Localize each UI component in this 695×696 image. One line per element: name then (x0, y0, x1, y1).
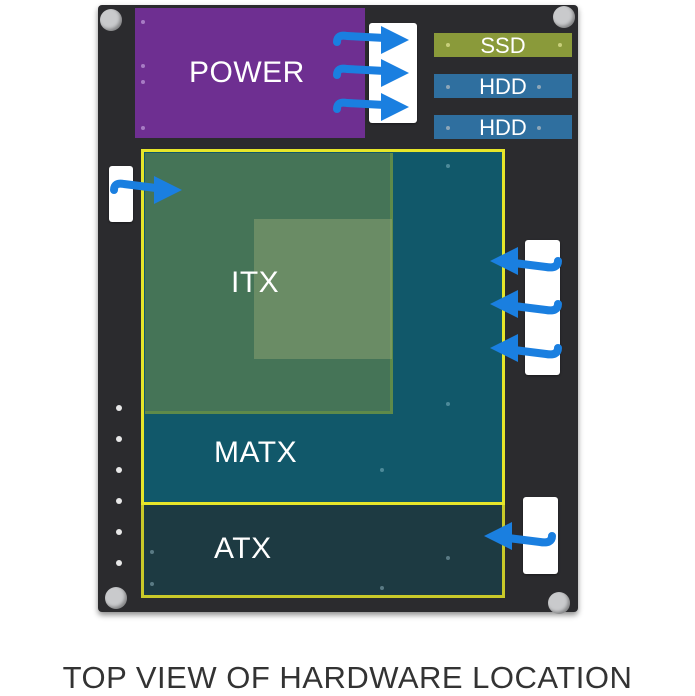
screw-icon (548, 592, 570, 614)
airflow-arrow-icon (110, 176, 182, 204)
power-rivet (141, 80, 145, 84)
hdd-bay-1: HDD (434, 74, 572, 99)
power-label: POWER (189, 56, 305, 89)
bay-dot (446, 85, 450, 89)
ssd-label: SSD (480, 33, 526, 58)
power-rivet (141, 126, 145, 130)
front-panel-dot (116, 498, 122, 504)
power-rivet (141, 64, 145, 68)
bay-dot (537, 126, 541, 130)
caption: TOP VIEW OF HARDWARE LOCATION (62, 660, 633, 695)
bay-dot (537, 85, 541, 89)
front-panel-dot (116, 436, 122, 442)
atx-area: ATX (141, 501, 505, 598)
bay-dot (446, 43, 450, 47)
airflow-arrow-icon (490, 334, 562, 362)
standoff-dot (150, 550, 154, 554)
standoff-dot (446, 402, 450, 406)
itx-area (145, 153, 393, 414)
airflow-arrow-icon (484, 522, 556, 550)
standoff-dot (150, 582, 154, 586)
ssd-bay: SSD (434, 33, 572, 58)
standoff-dot (446, 556, 450, 560)
airflow-arrow-icon (333, 26, 409, 54)
hdd-bay-2: HDD (434, 115, 572, 140)
itx-cpu-zone (254, 219, 392, 359)
power-supply-area: POWER (135, 8, 365, 138)
rear-fan-bracket (109, 166, 133, 222)
airflow-arrow-icon (490, 290, 562, 318)
front-panel-dot (116, 467, 122, 473)
standoff-dot (380, 586, 384, 590)
front-panel-dot (116, 529, 122, 535)
screw-icon (100, 9, 122, 31)
hdd-label-1: HDD (479, 74, 527, 99)
atx-label: ATX (214, 532, 272, 565)
hdd-label-2: HDD (479, 115, 527, 140)
standoff-dot (380, 468, 384, 472)
power-rivet (141, 20, 145, 24)
airflow-arrow-icon (333, 93, 409, 121)
airflow-arrow-icon (333, 59, 409, 87)
screw-icon (553, 6, 575, 28)
matx-label: MATX (214, 436, 298, 469)
front-panel-dot (116, 560, 122, 566)
screw-icon (105, 587, 127, 609)
front-panel-dot (116, 405, 122, 411)
airflow-arrow-icon (490, 247, 562, 275)
itx-label: ITX (231, 266, 280, 299)
bay-dot (446, 126, 450, 130)
bay-dot (558, 43, 562, 47)
standoff-dot (446, 164, 450, 168)
